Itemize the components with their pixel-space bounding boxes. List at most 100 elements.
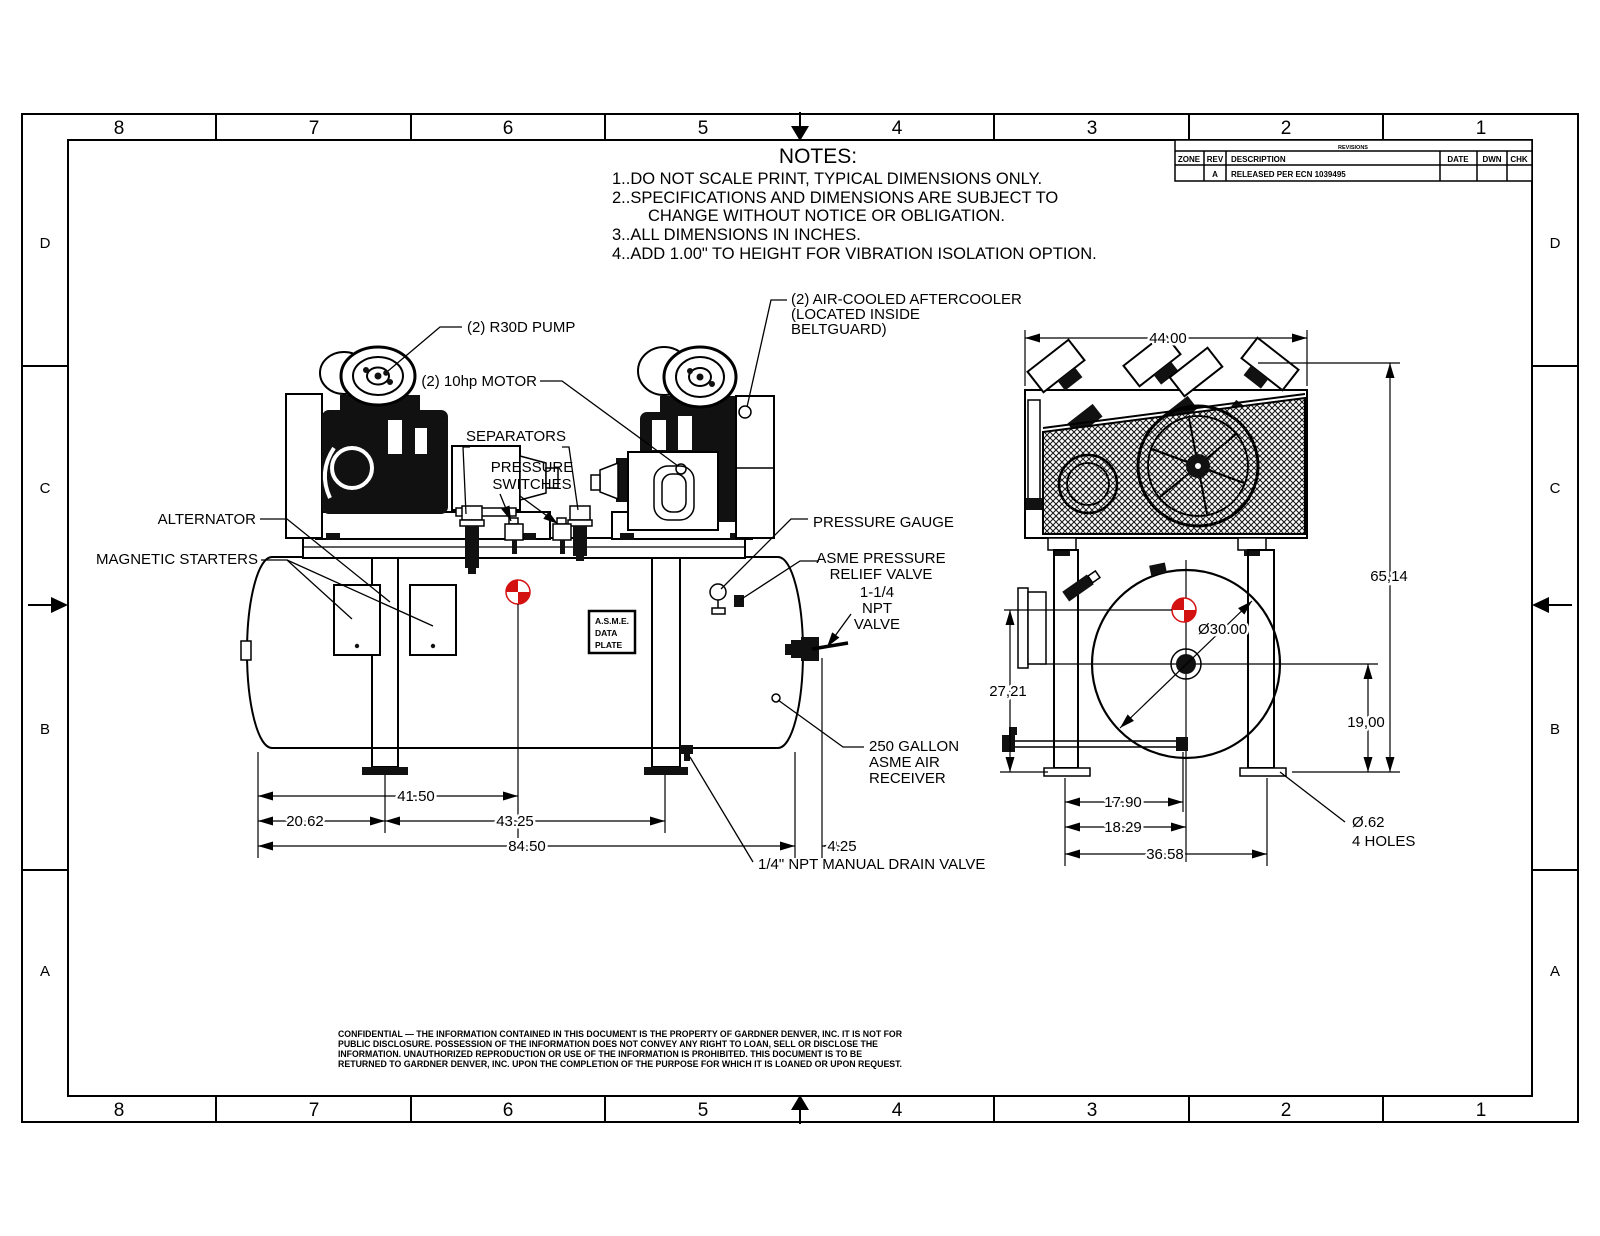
separator-2 (567, 505, 593, 561)
zone-labels: 8 7 6 5 4 3 2 1 8 7 6 5 4 3 2 1 D C B A … (40, 118, 1561, 1121)
dim-18-29: 18.29 (1104, 819, 1142, 836)
zone-ticks (22, 114, 1578, 1122)
center-alignment-arrows (28, 112, 1572, 1124)
callout-aftercooler-1: (2) AIR-COOLED AFTERCOOLER (791, 291, 1022, 308)
asme-plate-line-3: PLATE (595, 640, 623, 650)
side-view-dimensions: 41.50 20.62 43.25 84.50 4.25 (257, 604, 859, 858)
zone-bottom-8: 8 (114, 1100, 125, 1121)
dim-43-25: 43.25 (496, 813, 534, 830)
zone-right-c: C (1550, 480, 1561, 497)
flywheel-right (662, 345, 738, 409)
motor-pulley-end (1057, 453, 1119, 515)
callout-npt-valve-1: 1-1/4 (860, 584, 894, 601)
tank-end-fitting (240, 640, 252, 661)
dim-4-25: 4.25 (827, 838, 856, 855)
end-view (1002, 332, 1378, 777)
dim-44-00: 44.00 (1149, 330, 1187, 347)
fan-wheel (1136, 404, 1260, 528)
callout-receiver-3: RECEIVER (869, 770, 946, 787)
revision-col-chk: CHK (1510, 155, 1528, 164)
callout-motor: (2) 10hp MOTOR (421, 373, 537, 390)
zone-top-3: 3 (1087, 118, 1098, 139)
center-of-gravity-symbol-side (505, 579, 531, 605)
revision-col-zone: ZONE (1178, 155, 1201, 164)
asme-plate-line-1: A.S.M.E. (595, 616, 629, 626)
notes-block: NOTES: 1..DO NOT SCALE PRINT, TYPICAL DI… (612, 145, 1097, 263)
dim-84-50: 84.50 (508, 838, 546, 855)
flywheel-left (339, 345, 417, 407)
zone-top-8: 8 (114, 118, 125, 139)
zone-top-2: 2 (1281, 118, 1292, 139)
pump-body-left (322, 410, 448, 514)
dim-17-90: 17.90 (1104, 794, 1142, 811)
relief-valve (734, 595, 744, 607)
zone-right-b: B (1550, 721, 1560, 738)
zone-bottom-1: 1 (1476, 1100, 1487, 1121)
revision-table-frame (1174, 139, 1533, 182)
end-drain-pipe (1002, 727, 1188, 752)
zone-right-d: D (1550, 235, 1561, 252)
revision-col-dwn: DWN (1482, 155, 1501, 164)
motor-right (627, 451, 719, 531)
callout-drain-valve: 1/4" NPT MANUAL DRAIN VALVE (758, 856, 985, 873)
dim-19-00: 19,00 (1347, 714, 1385, 731)
note-line-5: 4..ADD 1.00" TO HEIGHT FOR VIBRATION ISO… (612, 245, 1097, 263)
callout-receiver-1: 250 GALLON (869, 738, 959, 755)
revision-col-description: DESCRIPTION (1231, 155, 1286, 164)
revision-row-rev: A (1212, 170, 1218, 179)
left-pipe (1026, 399, 1042, 510)
dim-dia-30: Ø30.00 (1198, 621, 1247, 638)
callout-holes-2: 4 HOLES (1352, 833, 1415, 850)
asme-plate-line-2: DATA (595, 628, 617, 638)
note-line-1: 1..DO NOT SCALE PRINT, TYPICAL DIMENSION… (612, 170, 1042, 188)
separator-1 (459, 505, 485, 574)
callout-pressure-switches-1: PRESSURE (491, 459, 574, 476)
revision-row-description: RELEASED PER ECN 1039495 (1231, 170, 1346, 179)
side-extension-lines (257, 604, 823, 858)
zone-bottom-6: 6 (503, 1100, 514, 1121)
beltguard-panel-left (285, 393, 323, 539)
revision-col-date: DATE (1447, 155, 1469, 164)
mounting-platform (302, 537, 746, 559)
zone-bottom-2: 2 (1281, 1100, 1292, 1121)
zone-right-a: A (1550, 963, 1560, 980)
zone-top-7: 7 (309, 118, 320, 139)
confidential-note: CONFIDENTIAL — THE INFORMATION CONTAINED… (338, 1029, 902, 1070)
callout-npt-valve-3: VALVE (854, 616, 900, 633)
callout-relief-valve-1: ASME PRESSURE (816, 550, 945, 567)
zone-top-4: 4 (892, 118, 903, 139)
dim-36-58: 36.58 (1146, 846, 1184, 863)
notes-title: NOTES: (779, 145, 857, 168)
revision-col-rev: REV (1207, 155, 1224, 164)
dim-27-21: 27,21 (989, 683, 1027, 700)
callout-pressure-gauge: PRESSURE GAUGE (813, 514, 954, 531)
center-of-gravity-symbol-end (1171, 597, 1197, 623)
callout-pressure-switches-2: SWITCHES (492, 476, 571, 493)
zone-top-6: 6 (503, 118, 514, 139)
end-view-dimensions: 44.00 65,14 27,21 19,00 Ø30.00 17.90 18.… (987, 328, 1415, 866)
callout-aftercooler-2: (LOCATED INSIDE (791, 306, 920, 323)
callout-holes-1: Ø.62 (1352, 814, 1385, 831)
zone-bottom-4: 4 (892, 1100, 903, 1121)
revision-table: REVISIONS ZONE REV DESCRIPTION DATE DWN … (1174, 139, 1533, 182)
zone-top-5: 5 (698, 118, 709, 139)
drain-valve (680, 745, 693, 761)
zone-bottom-7: 7 (309, 1100, 320, 1121)
dim-20-62: 20.62 (286, 813, 324, 830)
zone-bottom-3: 3 (1087, 1100, 1098, 1121)
npt-valve (785, 637, 849, 661)
revision-table-title: REVISIONS (1338, 145, 1368, 151)
dim-65-14: 65,14 (1370, 568, 1408, 585)
zone-left-a: A (40, 963, 50, 980)
zone-bottom-5: 5 (698, 1100, 709, 1121)
callout-aftercooler-3: BELTGUARD) (791, 321, 887, 338)
note-line-4: 3..ALL DIMENSIONS IN INCHES. (612, 226, 861, 244)
zone-left-b: B (40, 721, 50, 738)
pump-assembly-right (590, 345, 775, 539)
callout-separators: SEPARATORS (466, 428, 566, 445)
magnetic-starter-boxes (333, 584, 457, 656)
callout-npt-valve-2: NPT (862, 600, 892, 617)
callout-alternator: ALTERNATOR (158, 511, 257, 528)
